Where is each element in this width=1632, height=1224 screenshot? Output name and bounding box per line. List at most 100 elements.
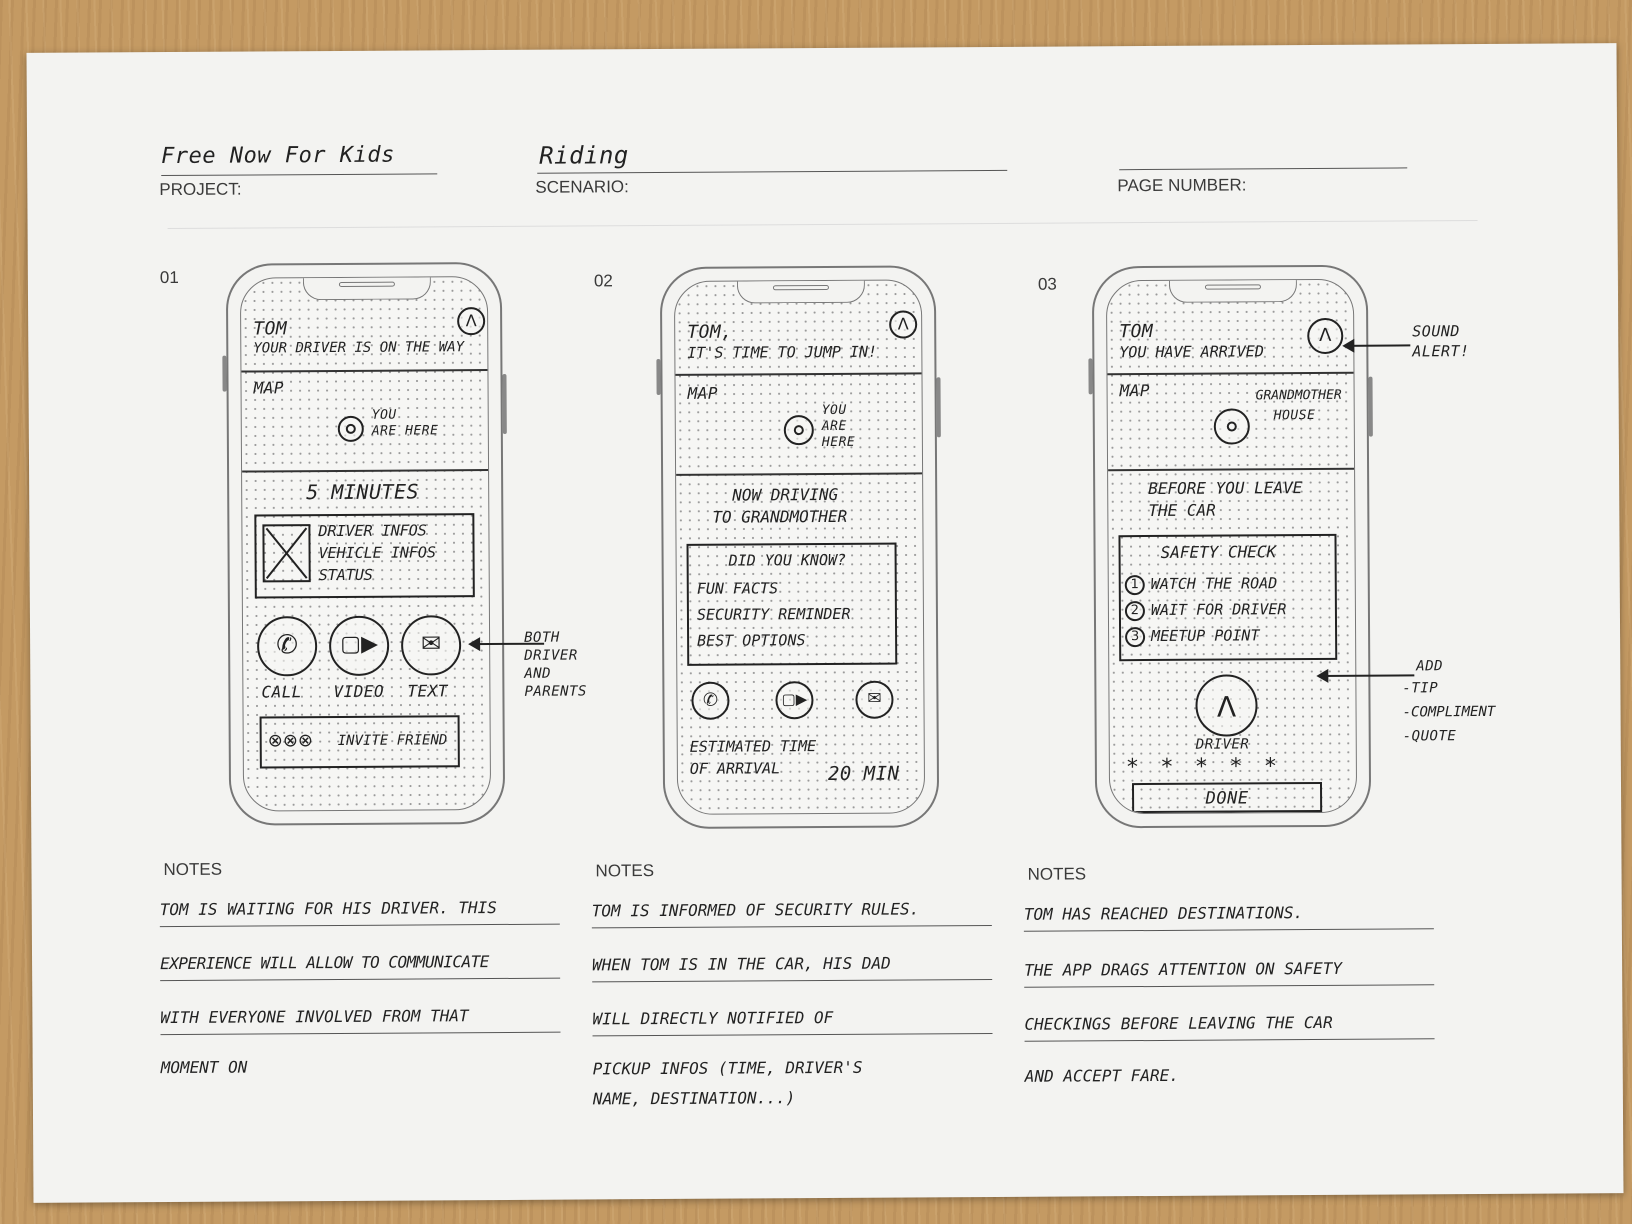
frame-number: 02 xyxy=(593,271,613,291)
eta-label: ESTIMATED TIME xyxy=(689,737,817,756)
map-label: MAP xyxy=(1119,381,1151,401)
status-line: NOW DRIVING xyxy=(732,484,839,505)
call-button[interactable]: ✆ xyxy=(691,681,730,720)
location-pin-icon xyxy=(337,415,364,442)
phone-frame-01: TOM YOUR DRIVER IS ON THE WAY Λ MAP YOU … xyxy=(222,261,507,826)
screen: TOM, IT'S TIME TO JUMP IN! Λ MAP YOU ARE… xyxy=(673,279,926,815)
map-label: MAP xyxy=(687,383,719,403)
speaker xyxy=(772,284,829,291)
side-button xyxy=(1088,358,1093,395)
step-number-text: 1 xyxy=(1130,577,1139,593)
project-value: Free Now For Kids xyxy=(161,142,395,170)
notch xyxy=(736,279,866,304)
location-dot xyxy=(345,423,356,434)
video-button[interactable]: ▢▶ xyxy=(328,615,390,677)
note-line: CHECKINGS BEFORE LEAVING THE CAR xyxy=(1024,1012,1333,1034)
video-button[interactable]: ▢▶ xyxy=(775,681,814,720)
note-line: WHEN TOM IS IN THE CAR, HIS DAD xyxy=(592,953,891,975)
text-button[interactable]: ✉ xyxy=(855,680,894,719)
chat-bubble-icon: ✉ xyxy=(867,688,882,709)
header-divider xyxy=(167,220,1478,230)
phone-icon: ✆ xyxy=(276,630,299,661)
card-title: SAFETY CHECK xyxy=(1160,542,1277,562)
step-number: 3 xyxy=(1125,627,1146,648)
page-number-label: PAGE NUMBER: xyxy=(1117,175,1247,196)
invite-label: INVITE FRIEND xyxy=(337,732,448,749)
annotation-line: ALERT! xyxy=(1412,342,1470,361)
checklist-item: WATCH THE ROAD xyxy=(1150,574,1278,594)
call-button[interactable]: ✆ xyxy=(256,616,318,677)
note-line: WITH EVERYONE INVOLVED FROM THAT xyxy=(160,1006,469,1028)
card-title: DID YOU KNOW? xyxy=(728,550,847,570)
step-number: 1 xyxy=(1124,575,1145,596)
note-line: TOM IS WAITING FOR HIS DRIVER. THIS xyxy=(159,898,497,920)
card-line: FUN FACTS xyxy=(696,579,779,598)
phone-frame-03: TOM YOU HAVE ARRIVED Λ MAP GRANDMOTHER H… xyxy=(1088,264,1373,829)
pin-label: YOU xyxy=(821,402,847,419)
note-line: EXPERIENCE WILL ALLOW TO COMMUNICATE xyxy=(160,952,489,974)
notes-label: NOTES xyxy=(1027,864,1087,884)
step-number-text: 3 xyxy=(1130,629,1140,645)
pin-label: HOUSE xyxy=(1273,408,1316,424)
driver-card[interactable]: DRIVER INFOS VEHICLE INFOS STATUS xyxy=(254,513,475,599)
note-underline xyxy=(592,978,993,983)
done-button[interactable]: DONE xyxy=(1131,781,1323,814)
header-divider xyxy=(675,372,922,376)
screen: TOM YOU HAVE ARRIVED Λ MAP GRANDMOTHER H… xyxy=(1105,278,1358,815)
location-pin-icon xyxy=(783,415,814,446)
header-divider xyxy=(241,369,488,373)
annotation-arrow xyxy=(1344,344,1411,347)
map-divider xyxy=(676,472,923,476)
map-label: MAP xyxy=(253,378,285,398)
status-line: TO GRANDMOTHER xyxy=(712,506,848,527)
annotation-line: PARENTS xyxy=(524,683,587,700)
annotation-line: SOUND xyxy=(1412,322,1460,341)
note-underline xyxy=(1023,928,1434,932)
rating-stars[interactable]: * * * * * xyxy=(1125,754,1282,781)
did-you-know-card[interactable]: DID YOU KNOW? FUN FACTS SECURITY REMINDE… xyxy=(686,542,898,666)
note-underline xyxy=(591,924,992,929)
step-number: 2 xyxy=(1124,601,1145,622)
pin-label: GRANDMOTHER xyxy=(1255,387,1342,404)
annotation-line: -COMPLIMENT xyxy=(1402,703,1496,721)
step-number-text: 2 xyxy=(1130,603,1140,619)
status-line: THE CAR xyxy=(1148,500,1216,521)
pin-label: YOU xyxy=(371,407,397,423)
checklist-item: MEETUP POINT xyxy=(1151,626,1260,646)
notes-label: NOTES xyxy=(595,861,655,881)
video-camera-icon: ▢▶ xyxy=(340,631,379,657)
project-underline xyxy=(161,173,438,177)
note-line: PICKUP INFOS (TIME, DRIVER'S xyxy=(592,1057,863,1079)
note-underline xyxy=(1024,984,1435,988)
note-line: WILL DIRECTLY NOTIFIED OF xyxy=(592,1007,834,1029)
notch xyxy=(1168,278,1298,303)
safety-check-card[interactable]: SAFETY CHECK 1 WATCH THE ROAD 2 WAIT FOR… xyxy=(1118,533,1338,662)
eta-value: 20 MIN xyxy=(827,762,900,785)
avatar-icon[interactable]: Λ xyxy=(457,307,486,336)
map-divider xyxy=(242,469,489,473)
avatar-icon[interactable]: Λ xyxy=(1307,317,1344,355)
annotation-line: ADD xyxy=(1416,658,1444,675)
note-line: NAME, DESTINATION...) xyxy=(592,1088,796,1109)
screen: TOM YOUR DRIVER IS ON THE WAY Λ MAP YOU … xyxy=(239,276,492,812)
notes-label: NOTES xyxy=(163,859,223,880)
checklist-item: WAIT FOR DRIVER xyxy=(1150,600,1287,620)
avatar-icon[interactable]: Λ xyxy=(889,310,918,339)
driver-avatar-icon[interactable]: Λ xyxy=(1195,674,1258,737)
invite-friend-button[interactable]: ⊗⊗⊗ INVITE FRIEND xyxy=(259,715,460,769)
location-pin-icon xyxy=(1213,408,1250,445)
greeting-name: TOM, xyxy=(687,321,733,343)
action-label-text: TEXT xyxy=(407,681,448,701)
note-line: AND ACCEPT FARE. xyxy=(1024,1065,1179,1086)
card-line: STATUS xyxy=(318,565,373,585)
note-line: TOM IS INFORMED OF SECURITY RULES. xyxy=(591,899,920,921)
annotation-line: AND xyxy=(524,665,552,682)
eta-text: 5 MINUTES xyxy=(306,479,420,505)
annotation-line: -QUOTE xyxy=(1402,728,1457,745)
side-button xyxy=(1368,376,1373,437)
card-line: VEHICLE INFOS xyxy=(318,543,437,563)
wireframe-sheet: Free Now For Kids PROJECT: Riding SCENAR… xyxy=(26,43,1624,1203)
side-button xyxy=(222,355,227,392)
text-button[interactable]: ✉ xyxy=(400,615,462,676)
image-placeholder-icon xyxy=(262,524,311,583)
